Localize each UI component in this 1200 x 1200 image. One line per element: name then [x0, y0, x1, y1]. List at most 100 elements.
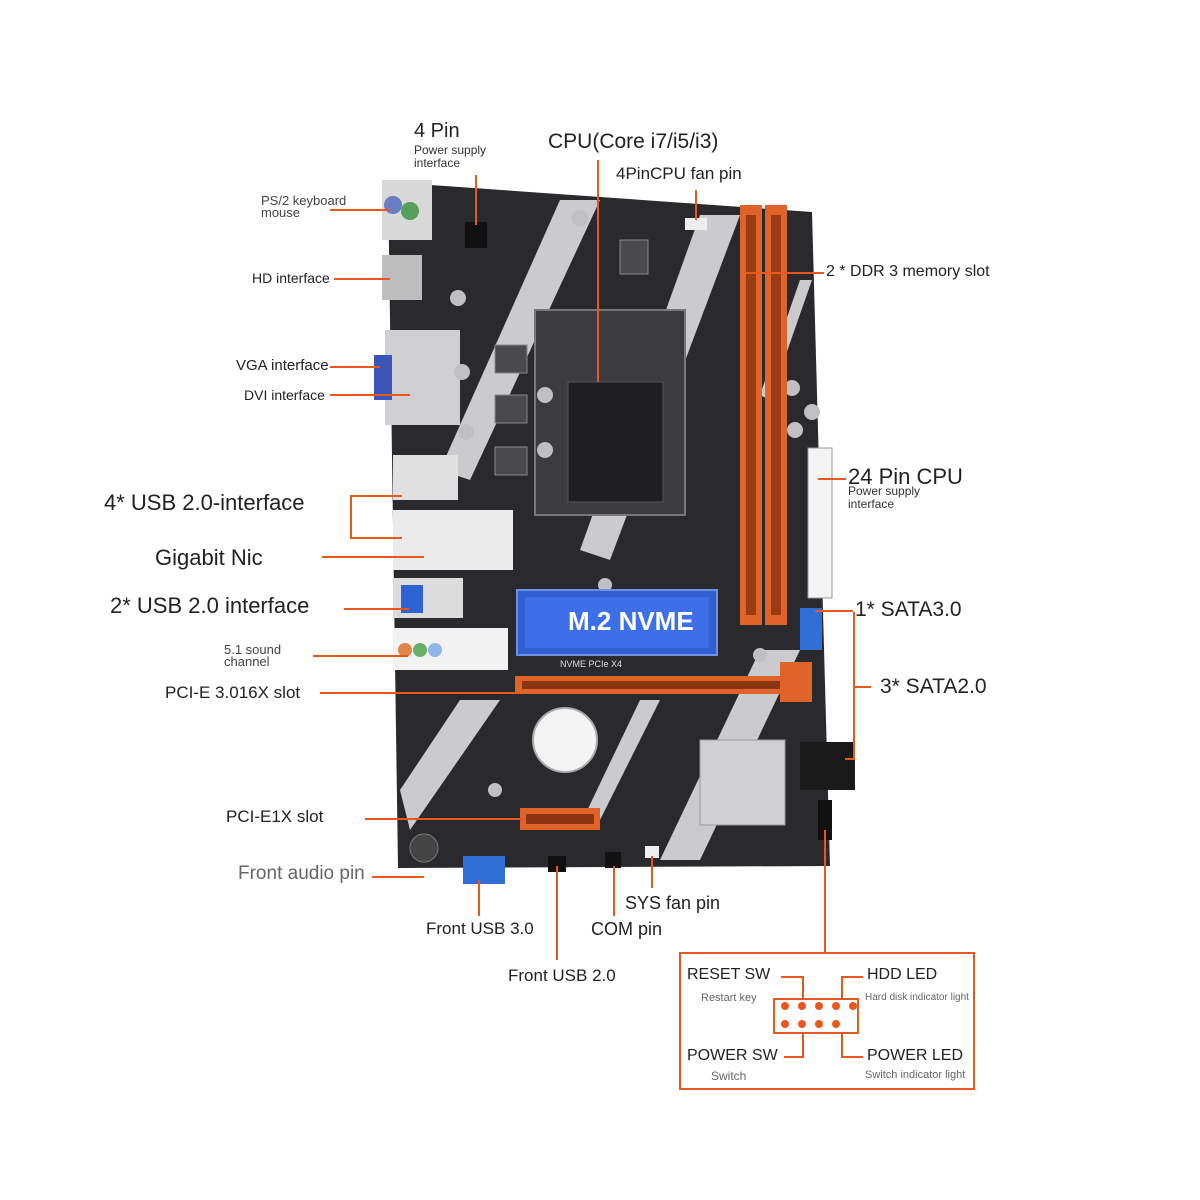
line-hd [334, 278, 390, 280]
sata2-ports [800, 742, 855, 790]
line-vga [330, 366, 380, 368]
label-front-audio: Front audio pin [238, 863, 365, 884]
front-usb2-header [548, 856, 566, 872]
panel-power-sw: POWER SW [687, 1047, 778, 1064]
line-front-audio [372, 876, 424, 878]
capacitors [450, 210, 820, 797]
label-dvi: DVI interface [244, 387, 325, 403]
m2-slot-sublabel: NVME PCIe X4 [560, 659, 623, 669]
panel-power-sw-sub: Switch [711, 1069, 747, 1083]
line-cpu [597, 160, 599, 382]
panel-line-hdd-v [841, 976, 843, 998]
front-usb3-header [463, 856, 505, 884]
front-panel-header [818, 800, 832, 840]
panel-line-power-sw [784, 1056, 804, 1058]
pcie-x1-slot [520, 808, 600, 830]
line-dvi [330, 394, 410, 396]
line-pcie1 [365, 818, 525, 820]
pcie-x16-slot [515, 662, 812, 702]
m2-slot-label: M.2 NVME [568, 606, 694, 636]
chipset-heatsink [699, 739, 786, 826]
label-ddr: 2 * DDR 3 memory slot [826, 263, 990, 280]
line-cpu24 [818, 478, 846, 480]
m2-slot [516, 589, 718, 656]
label-usb2: 2* USB 2.0 interface [110, 593, 310, 618]
line-sys-fan [651, 856, 653, 888]
label-sata3: 1* SATA3.0 [855, 598, 962, 621]
panel-line-power-sw-v [802, 1034, 804, 1058]
label-cpu24-sub2: interface [848, 497, 895, 511]
label-four-pin: 4 Pin [414, 120, 460, 142]
pin [781, 1002, 789, 1010]
panel-reset-sub: Restart key [701, 992, 757, 1004]
line-usb4-b [350, 537, 402, 539]
pin [815, 1002, 823, 1010]
line-front-usb2 [556, 866, 558, 960]
label-cpu: CPU(Core i7/i5/i3) [548, 130, 719, 153]
panel-line-reset-v [802, 976, 804, 998]
label-front-usb2: Front USB 2.0 [508, 966, 616, 985]
line-pcie16 [320, 692, 518, 694]
label-gigabit: Gigabit Nic [155, 545, 263, 570]
line-ddr [744, 272, 824, 274]
label-cpu24-sub1: Power supply [848, 484, 921, 498]
panel-pin-block [773, 998, 859, 1034]
pin [832, 1002, 840, 1010]
line-usb4-a [350, 495, 402, 497]
line-sata2-b [845, 758, 855, 760]
panel-hdd-led: HDD LED [867, 966, 938, 983]
atx-24pin-connector [807, 447, 833, 599]
line-com [613, 866, 615, 916]
label-ps2-sub: mouse [261, 205, 301, 220]
panel-hdd-sub: Hard disk indicator light [865, 992, 969, 1003]
panel-line-reset [781, 976, 803, 978]
line-four-pin [475, 175, 477, 225]
label-sys-fan: SYS fan pin [625, 893, 721, 913]
label-cpu-fan: 4PinCPU fan pin [616, 164, 742, 183]
cpu-fan-header [685, 218, 707, 230]
label-front-usb3: Front USB 3.0 [426, 919, 534, 938]
label-sound-sub: channel [224, 654, 270, 669]
label-four-pin-sub2: interface [414, 156, 461, 170]
label-cpu24: 24 Pin CPU [848, 464, 963, 489]
front-panel-diagram: RESET SW Restart key HDD LED Hard disk i… [679, 952, 975, 1090]
panel-power-led-sub: Switch indicator light [865, 1069, 966, 1081]
pin [832, 1020, 840, 1028]
line-usb2 [344, 608, 409, 610]
line-sata3 [815, 610, 853, 612]
vrm-chokes [494, 239, 649, 476]
label-vga: VGA interface [236, 357, 329, 374]
cmos-battery [532, 707, 598, 773]
line-cpu-fan [695, 190, 697, 220]
label-four-pin-sub1: Power supply [414, 143, 487, 157]
panel-line-power-led [841, 1056, 863, 1058]
front-audio-header [409, 833, 439, 863]
rear-io-ports [374, 180, 513, 670]
label-sound: 5.1 sound [224, 642, 282, 657]
ddr3-slots [740, 205, 787, 625]
pin [798, 1020, 806, 1028]
label-pcie1: PCI-E1X slot [226, 807, 324, 826]
panel-reset-sw: RESET SW [687, 966, 771, 983]
label-hd: HD interface [252, 270, 330, 286]
pin [781, 1020, 789, 1028]
line-gigabit [322, 556, 424, 558]
panel-line-hdd [841, 976, 863, 978]
com-header [605, 852, 621, 868]
line-usb4-v [350, 495, 352, 539]
line-ps2 [330, 209, 390, 211]
sata3-port [800, 608, 822, 650]
line-sata2-h [853, 686, 871, 688]
label-ps2: PS/2 keyboard [261, 193, 347, 208]
line-sata2-v [853, 612, 855, 760]
label-pcie16: PCI-E 3.016X slot [165, 683, 301, 702]
line-front-panel [824, 830, 826, 954]
label-sata2: 3* SATA2.0 [880, 675, 987, 698]
line-sound [313, 655, 408, 657]
pin [798, 1002, 806, 1010]
line-front-usb3 [478, 880, 480, 916]
label-com: COM pin [591, 919, 663, 939]
sys-fan-header [645, 846, 659, 858]
pin [849, 1002, 857, 1010]
